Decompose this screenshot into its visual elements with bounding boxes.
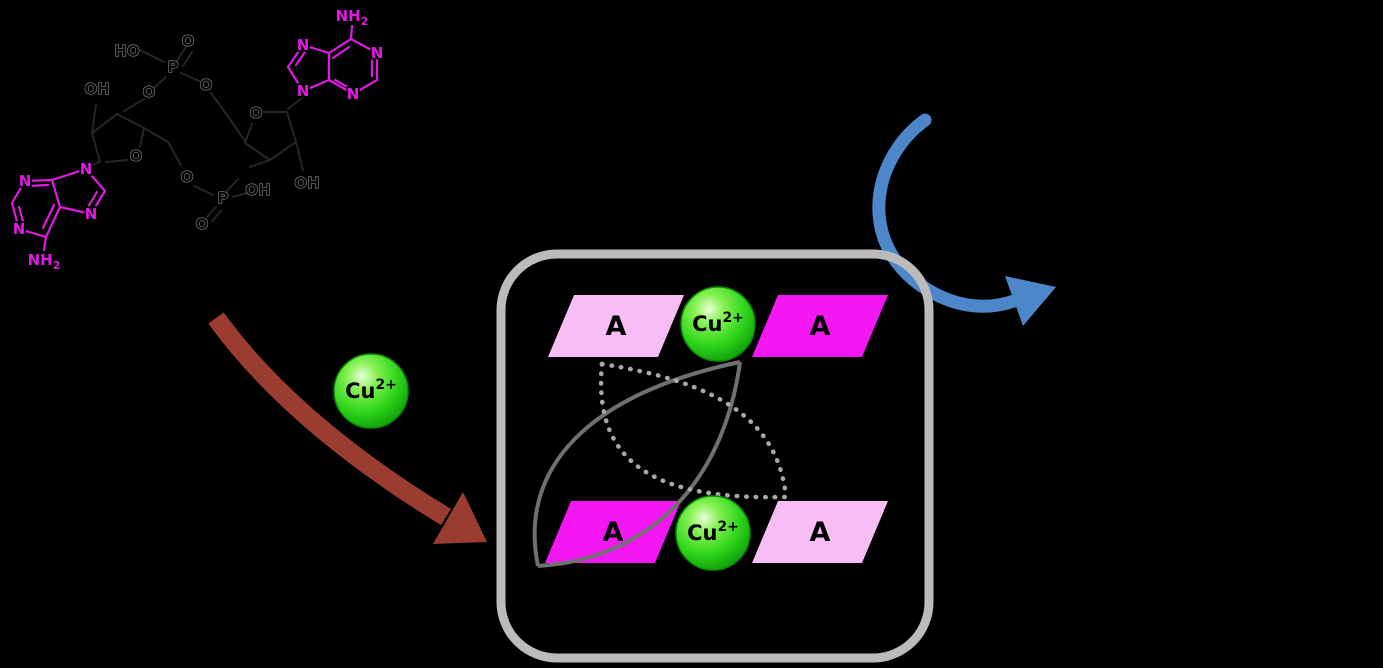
cu-ion-sphere <box>333 353 409 429</box>
product-arrow-blue-head <box>1005 276 1056 326</box>
atom-label: O <box>143 83 156 101</box>
molecule-cdiamp: HO O P O O OH O O OH O P O OH N N N N N … <box>10 5 385 274</box>
reaction-arrow-red <box>208 312 487 544</box>
atom-label: O <box>182 32 195 50</box>
complex-box-border <box>496 249 934 663</box>
reaction-arrow-red-head <box>433 492 487 544</box>
backbone-solid-arc <box>537 361 742 568</box>
molecule-atom-labels: HO O P O O OH O O OH O P O OH <box>84 32 320 234</box>
atom-label: OH <box>84 80 109 98</box>
complex-box: A A A A Cu2+ Cu2+ <box>496 249 934 663</box>
reaction-arrow-red-body <box>208 312 451 526</box>
atom-label: P <box>168 58 179 76</box>
base-label: A <box>810 311 831 342</box>
base-plate-bottom-left <box>545 501 681 563</box>
atom-label: O <box>130 147 143 165</box>
cu-ion-label: Cu2+ <box>345 377 397 403</box>
backbone-dotted-arc <box>598 361 789 500</box>
base-plate-top-right <box>752 295 888 357</box>
atom-label: P <box>218 189 229 207</box>
atom-label: HO <box>114 42 139 60</box>
cu-ion-label: Cu2+ <box>687 519 739 545</box>
atom-label: O <box>200 76 213 94</box>
nitrogen-label: N <box>297 36 310 54</box>
cu-ion-free: Cu2+ <box>333 353 409 429</box>
nitrogen-label: N <box>13 220 26 238</box>
nitrogen-label: N <box>347 85 360 103</box>
base-label: A <box>603 517 624 548</box>
base-label: A <box>606 311 627 342</box>
adenine-ring-bottom-left <box>10 167 107 252</box>
atom-label: OH <box>245 181 270 199</box>
nitrogen-label: N <box>80 160 93 178</box>
product-arrow-blue <box>872 113 1056 326</box>
molecule-nitrogen-labels: N N N N N N N N NH2 NH2 <box>11 5 385 274</box>
nitrogen-label: N <box>19 172 32 190</box>
atom-label: OH <box>294 174 319 192</box>
nitrogen-label: N <box>297 82 310 100</box>
base-plate-top-left <box>548 295 684 357</box>
nitrogen-label: N <box>371 44 384 62</box>
amine-label: NH2 <box>28 251 61 272</box>
molecule-bonds <box>90 46 304 222</box>
backbone-solid-arc <box>532 360 741 567</box>
adenine-ring-top-right <box>286 24 379 96</box>
nitrogen-label: N <box>85 205 98 223</box>
cu-ion-sphere <box>680 286 756 362</box>
atom-label: O <box>181 168 194 186</box>
backbone-dotted-arc <box>599 361 789 500</box>
product-arrow-blue-body <box>872 113 1021 313</box>
cu-ion-sphere <box>675 495 751 571</box>
base-plate-bottom-right <box>752 501 888 563</box>
atom-label: O <box>250 104 263 122</box>
atom-label: O <box>196 215 209 233</box>
cu-ion-top: Cu2+ <box>680 286 756 362</box>
base-label: A <box>810 517 831 548</box>
amine-label: NH2 <box>336 7 369 28</box>
backbone-connectors <box>532 360 789 568</box>
cu-ion-label: Cu2+ <box>692 310 744 336</box>
cu-ion-bottom: Cu2+ <box>675 495 751 571</box>
